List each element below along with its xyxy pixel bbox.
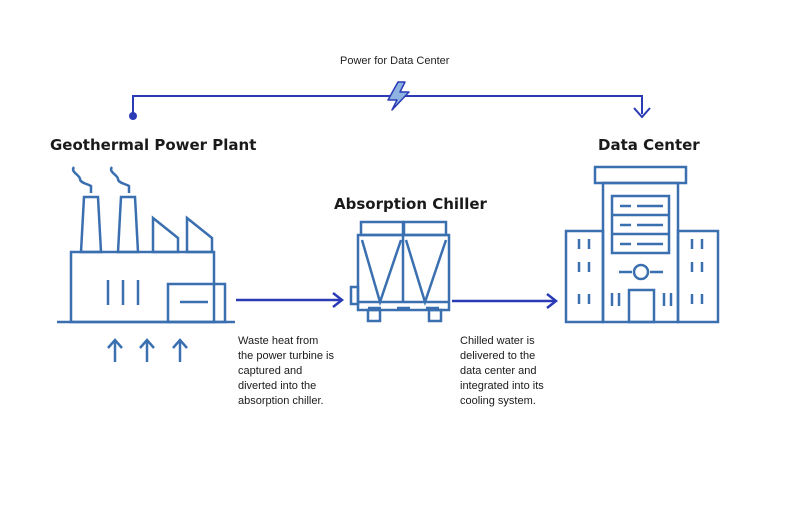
flow-arrow-chilled-water [452, 293, 559, 309]
building-door [627, 288, 656, 324]
steam-left-icon [71, 166, 93, 193]
sawtooth-roof-2 [185, 215, 214, 254]
chiller-side-box [349, 285, 360, 306]
absorption-chiller-title: Absorption Chiller [334, 195, 487, 213]
chilled-water-caption: Chilled water is delivered to the data c… [460, 335, 544, 407]
chiller-coil-right [404, 239, 448, 307]
absorption-chiller-icon [349, 220, 451, 323]
chiller-fan-right [402, 220, 448, 237]
up-arrow-icon [172, 338, 188, 362]
chiller-foot-right [427, 308, 443, 323]
up-arrow-icon [107, 338, 123, 362]
flow-arrow-waste-heat [236, 292, 345, 308]
right-wing [676, 229, 720, 324]
power-flow-label: Power for Data Center [340, 55, 450, 67]
power-connector [129, 95, 651, 120]
up-arrow-icon [139, 338, 155, 362]
sawtooth-roof-1 [151, 215, 180, 254]
data-center-title: Data Center [598, 136, 700, 154]
heat-arrows [107, 338, 188, 362]
chimney-left [79, 195, 103, 254]
waste-heat-caption: Waste heat from the power turbine is cap… [238, 335, 334, 407]
power-arrowhead [633, 107, 651, 119]
plant-main-building [69, 250, 216, 324]
lightning-bolt-icon [387, 81, 410, 111]
chimney-right [116, 195, 140, 254]
chiller-fan-left [359, 220, 405, 237]
left-wing [564, 229, 605, 324]
power-line [132, 95, 643, 116]
data-center-building-icon [564, 165, 720, 324]
chiller-foot-left [366, 308, 382, 323]
server-rack-panel [610, 194, 671, 255]
geothermal-plant-title: Geothermal Power Plant [50, 136, 257, 154]
datacenter-roof [593, 165, 688, 185]
factory-icon [57, 166, 235, 324]
building-clock-icon [632, 263, 650, 281]
steam-right-icon [109, 166, 131, 193]
chiller-coil-left [360, 239, 403, 307]
